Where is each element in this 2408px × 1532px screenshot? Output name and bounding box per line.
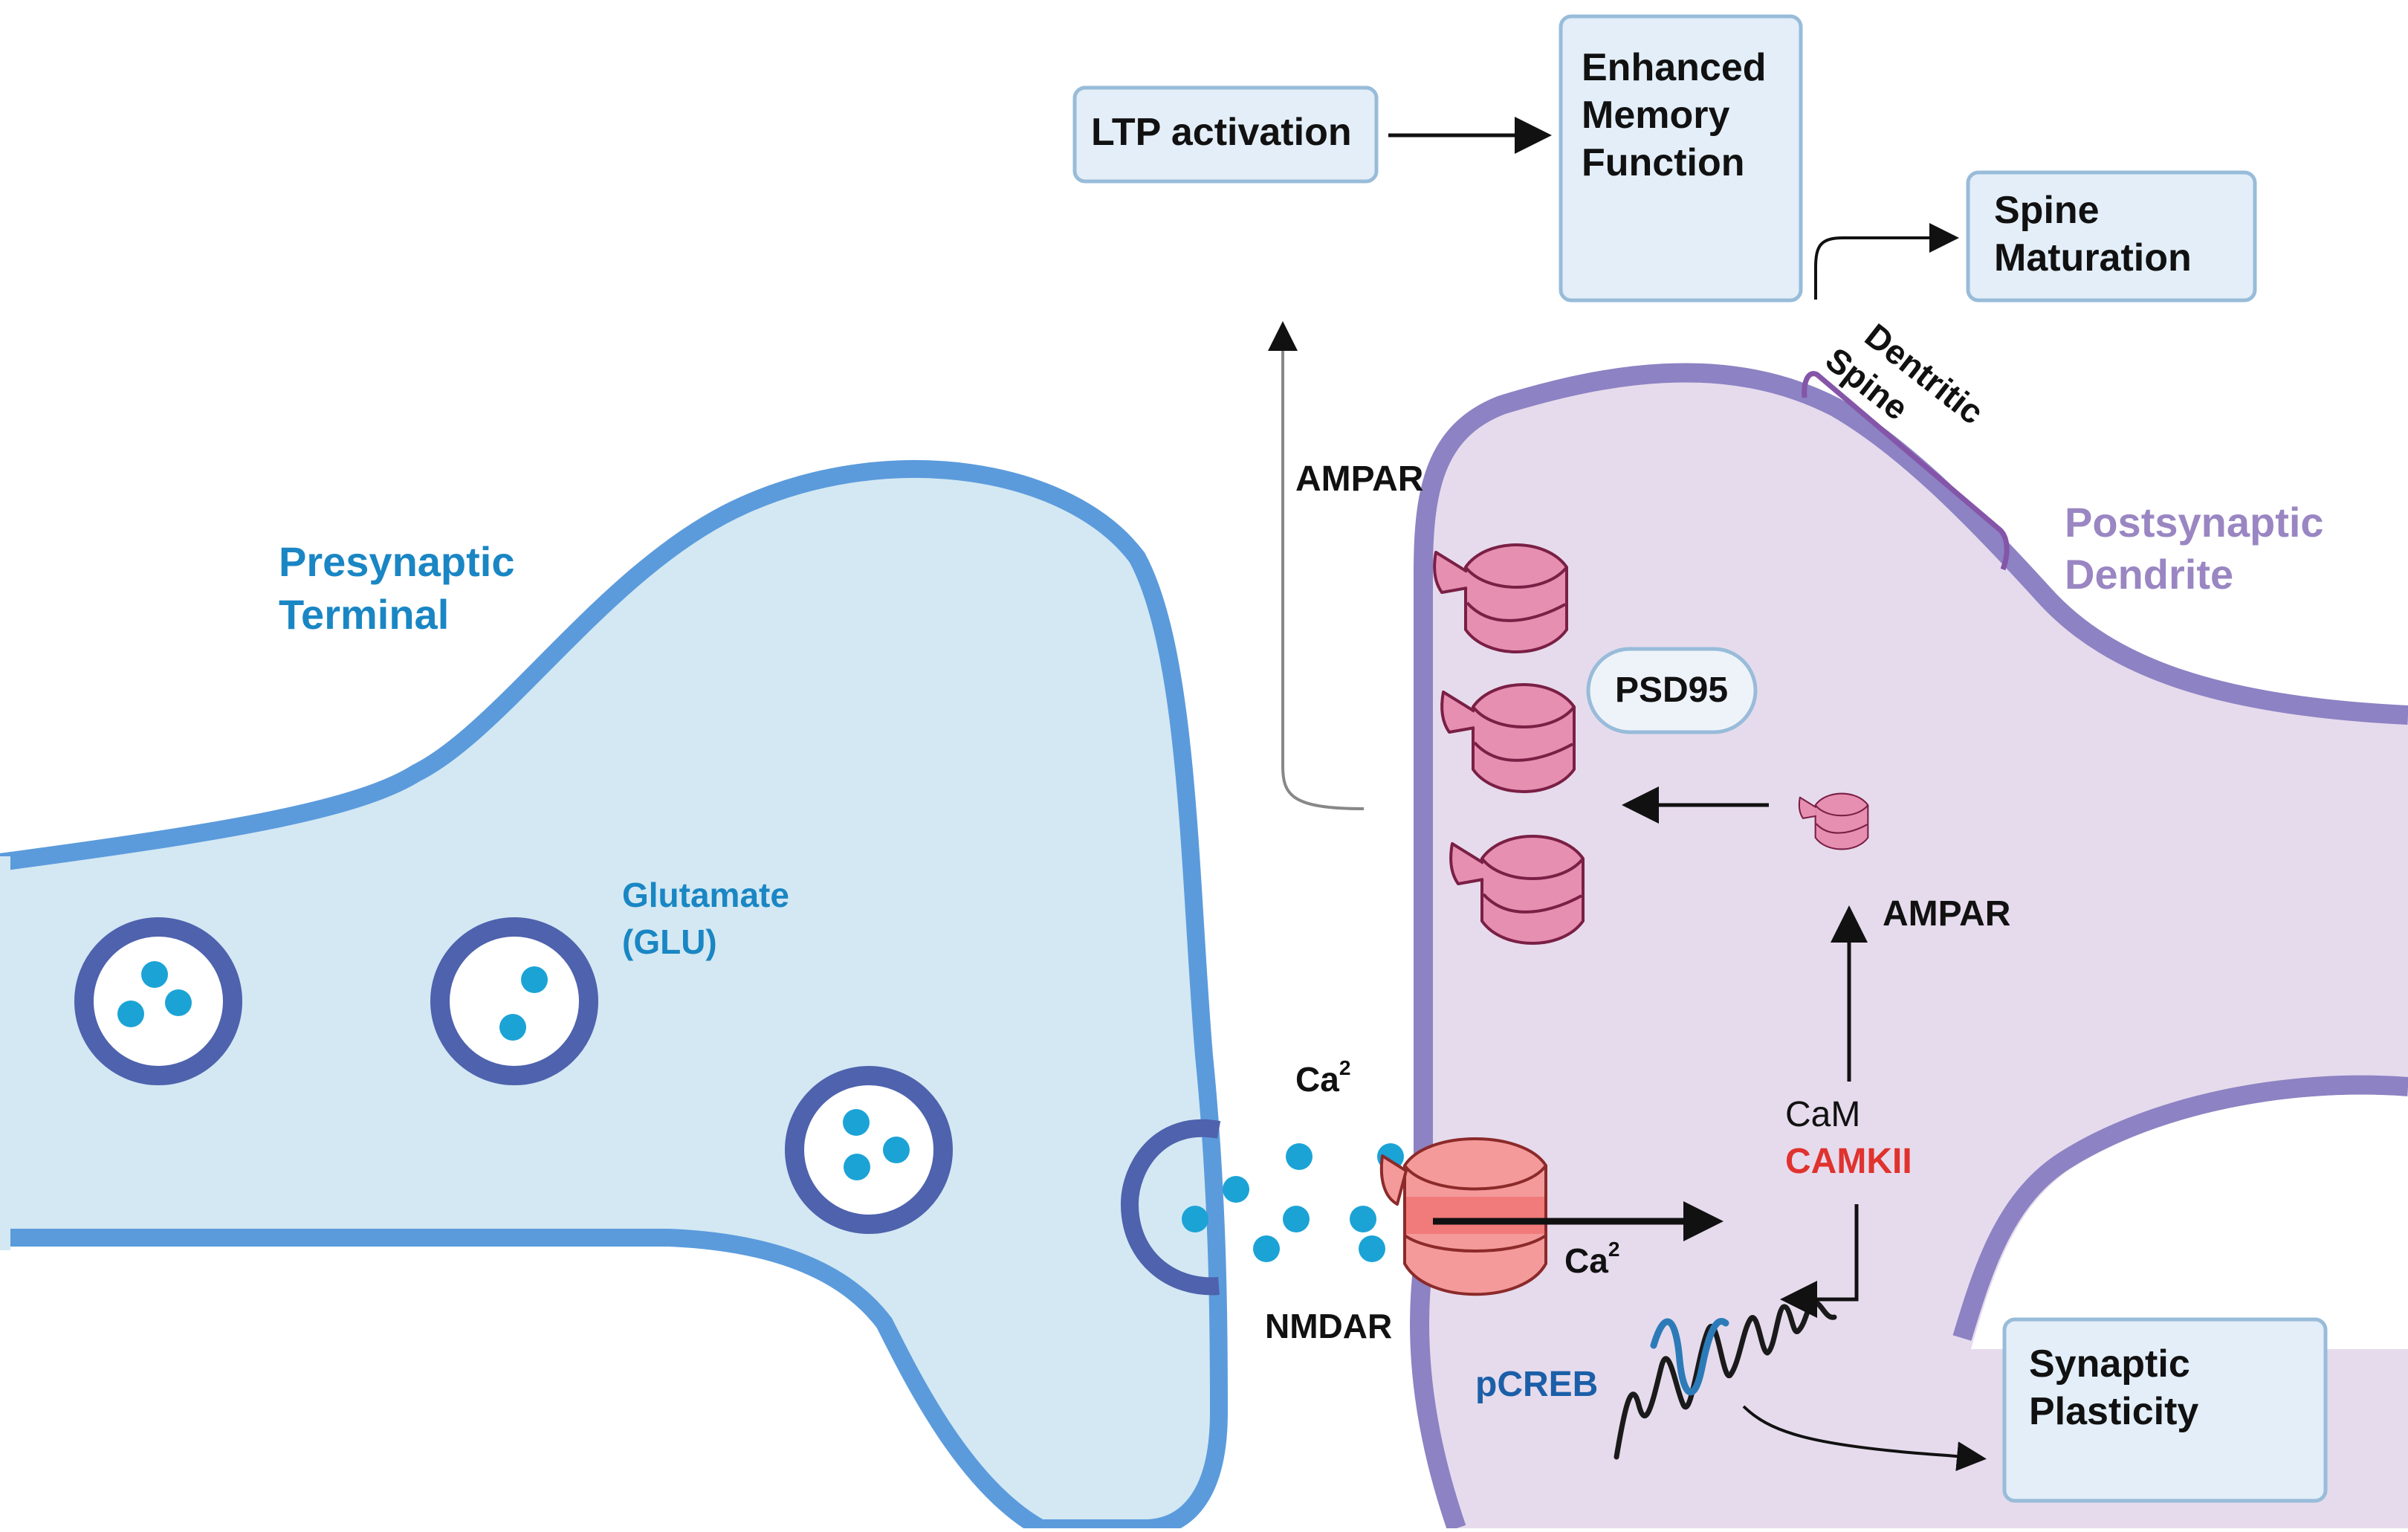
svg-text:Function: Function [1582, 141, 1745, 184]
label-cam: CaM [1785, 1095, 1860, 1134]
svg-text:Memory: Memory [1582, 94, 1729, 137]
nmdar-receptor [1379, 1137, 1547, 1296]
svg-text:Enhanced: Enhanced [1582, 46, 1767, 89]
label-nmdar: NMDAR [1265, 1307, 1392, 1345]
svg-text:LTP activation: LTP activation [1091, 111, 1352, 154]
pcreb-dna-blue [1650, 1318, 1729, 1396]
postsynaptic-lower-membrane [1952, 1075, 2408, 1341]
label-presynaptic: Presynaptic [279, 538, 515, 585]
pcreb-dna-black [1614, 1299, 1837, 1460]
label-glutamate: Glutamate [622, 876, 789, 914]
label-glu: (GLU) [622, 922, 717, 961]
dendritic-spine-bracket [1802, 371, 2010, 571]
arrow-camkii-to-pcreb [1780, 1204, 1859, 1318]
label-ca-lower: Ca2 [1564, 1238, 1619, 1280]
box-synaptic-plasticity: Synaptic Plasticity [2002, 1317, 2328, 1503]
vesicle-1 [74, 917, 242, 1085]
svg-text:PSD95: PSD95 [1615, 670, 1728, 710]
svg-text:Plasticity: Plasticity [2029, 1390, 2198, 1433]
box-ltp-activation: LTP activation [1072, 85, 1379, 184]
box-enhanced-memory: Enhanced Memory Function [1559, 14, 1803, 303]
presynaptic-terminal [0, 460, 1229, 1532]
label-pcreb: pCREB [1475, 1365, 1598, 1404]
arrow-synaptic-plasticity [1742, 1405, 1987, 1472]
svg-text:Maturation: Maturation [1994, 236, 2192, 279]
svg-text:Spine: Spine [1994, 189, 2100, 232]
vesicle-3 [785, 1066, 953, 1234]
label-camkii: CAMKII [1785, 1142, 1912, 1181]
vesicle-2 [430, 917, 598, 1085]
postsynaptic-lower-fill [1971, 1094, 2408, 1349]
exocytosis-vesicle [1120, 1119, 1221, 1296]
box-spine-maturation: Spine Maturation [1966, 170, 2257, 303]
arrow-spine-maturation [1814, 223, 1959, 300]
label-postsynaptic: Postsynaptic [2065, 499, 2324, 546]
label-ampar-top: AMPAR [1295, 459, 1423, 499]
label-terminal: Terminal [279, 591, 449, 638]
postsynaptic-membrane [1410, 363, 2408, 1532]
label-dendrite: Dendrite [2065, 551, 2233, 598]
svg-text:Synaptic: Synaptic [2029, 1342, 2190, 1386]
label-ampar-right: AMPAR [1883, 894, 2010, 934]
glutamate-particles [1182, 1143, 1404, 1262]
label-ca-upper: Ca2 [1295, 1056, 1350, 1099]
psd95-pill: PSD95 [1586, 647, 1758, 734]
arrow-ampar-up [1268, 321, 1365, 810]
